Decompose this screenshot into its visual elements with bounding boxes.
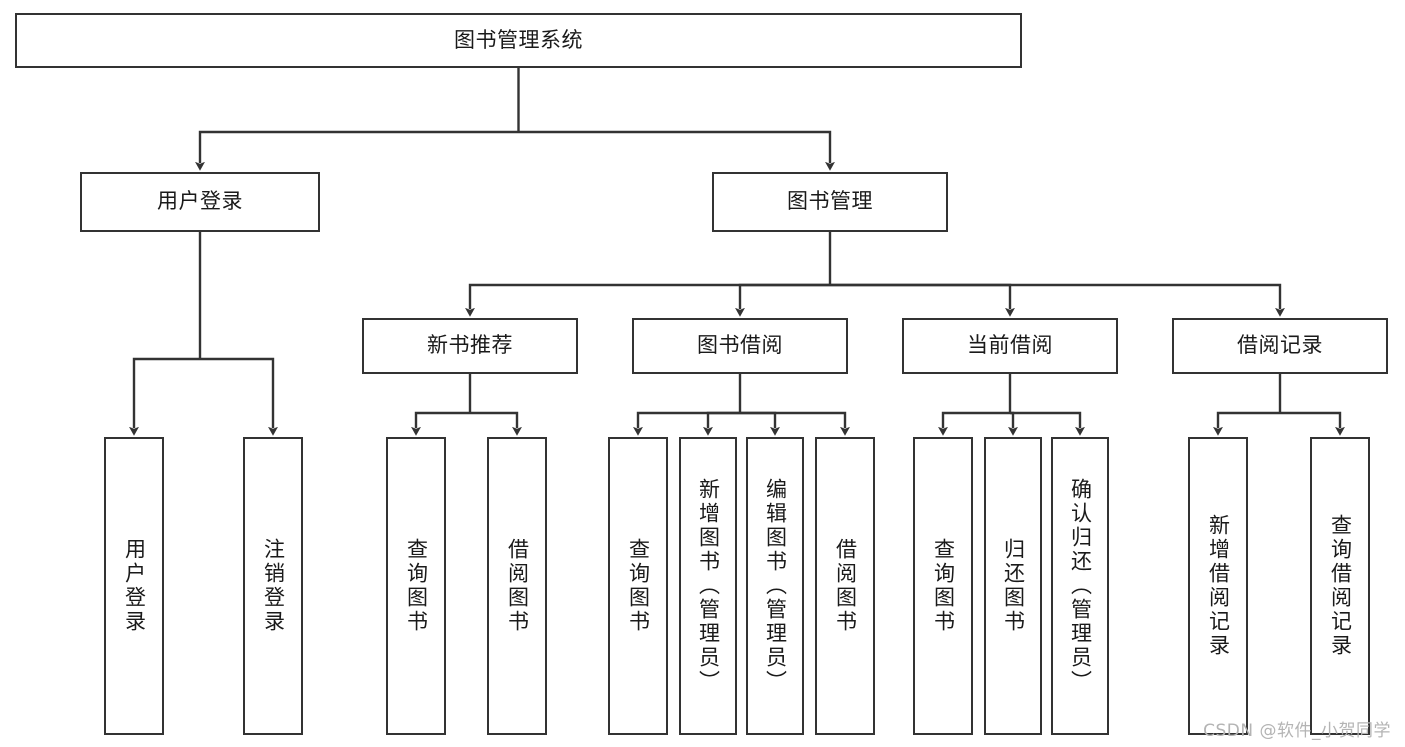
leaf-node-leaf-query-borrow-record[interactable]: 查询借阅记录 — [1310, 437, 1370, 735]
node-label: 查询图书 — [404, 538, 429, 634]
root-node-root[interactable]: 图书管理系统 — [15, 13, 1022, 68]
edge-new-book-recommend-to-leaf-query-book-recommend — [411, 411, 470, 436]
leaf-node-leaf-user-login[interactable]: 用户登录 — [104, 437, 164, 735]
node-label: 编辑图书（管理员） — [763, 478, 788, 694]
edge-book-management-to-new-book-recommend — [465, 283, 830, 317]
edge-book-management-to-borrow-record — [830, 283, 1285, 317]
leaf-node-leaf-query-book-recommend[interactable]: 查询图书 — [386, 437, 446, 735]
edge-root-to-user-login — [195, 130, 519, 171]
node-label: 用户登录 — [157, 189, 243, 214]
edge-current-borrow-to-leaf-query-book-current — [938, 411, 1010, 436]
node-label: 新增借阅记录 — [1206, 514, 1231, 658]
leaf-node-leaf-borrow-book-recommend[interactable]: 借阅图书 — [487, 437, 547, 735]
edge-borrow-record-to-leaf-query-borrow-record — [1280, 411, 1345, 436]
leaf-node-leaf-confirm-return[interactable]: 确认归还（管理员） — [1051, 437, 1109, 735]
csdn-watermark: CSDN @软件_小贺同学 — [1203, 721, 1391, 741]
leaf-node-leaf-user-logout[interactable]: 注销登录 — [243, 437, 303, 735]
node-label: 图书管理 — [787, 189, 873, 214]
edge-book-management-to-current-borrow — [830, 283, 1015, 317]
node-label: 归还图书 — [1001, 538, 1026, 634]
edge-book-borrow-to-leaf-edit-book — [740, 411, 780, 436]
edge-root-to-book-management — [518, 130, 835, 171]
node-label: 用户登录 — [122, 538, 147, 634]
node-label: 新书推荐 — [427, 333, 513, 358]
edge-user-login-to-leaf-user-login — [129, 357, 200, 436]
level1-node-book-management[interactable]: 图书管理 — [712, 172, 948, 232]
edge-borrow-record-to-leaf-add-borrow-record — [1213, 411, 1280, 436]
node-label: 注销登录 — [261, 538, 286, 634]
level2-node-book-borrow[interactable]: 图书借阅 — [632, 318, 848, 374]
node-label: 查询借阅记录 — [1328, 514, 1353, 658]
leaf-node-leaf-query-book-borrow[interactable]: 查询图书 — [608, 437, 668, 735]
node-label: 图书借阅 — [697, 333, 783, 358]
node-label: 当前借阅 — [967, 333, 1053, 358]
level2-node-borrow-record[interactable]: 借阅记录 — [1172, 318, 1388, 374]
edge-new-book-recommend-to-leaf-borrow-book-recommend — [470, 411, 522, 436]
leaf-node-leaf-add-borrow-record[interactable]: 新增借阅记录 — [1188, 437, 1248, 735]
level1-node-user-login[interactable]: 用户登录 — [80, 172, 320, 232]
node-label: 图书管理系统 — [454, 27, 583, 52]
edge-book-borrow-to-leaf-borrow-book — [740, 411, 850, 436]
edge-current-borrow-to-leaf-confirm-return — [1010, 411, 1085, 436]
node-label: 查询图书 — [626, 538, 651, 634]
leaf-node-leaf-query-book-current[interactable]: 查询图书 — [913, 437, 973, 735]
edge-book-management-to-book-borrow — [735, 283, 830, 317]
edge-book-borrow-to-leaf-add-book — [703, 411, 740, 436]
node-label: 借阅图书 — [505, 538, 530, 634]
node-label: 新增图书（管理员） — [696, 478, 721, 694]
level2-node-current-borrow[interactable]: 当前借阅 — [902, 318, 1118, 374]
leaf-node-leaf-borrow-book[interactable]: 借阅图书 — [815, 437, 875, 735]
leaf-node-leaf-edit-book[interactable]: 编辑图书（管理员） — [746, 437, 804, 735]
edge-current-borrow-to-leaf-return-book — [1008, 411, 1018, 436]
node-label: 借阅图书 — [833, 538, 858, 634]
edge-book-borrow-to-leaf-query-book-borrow — [633, 411, 740, 436]
node-label: 借阅记录 — [1237, 333, 1323, 358]
node-label: 查询图书 — [931, 538, 956, 634]
level2-node-new-book-recommend[interactable]: 新书推荐 — [362, 318, 578, 374]
leaf-node-leaf-add-book[interactable]: 新增图书（管理员） — [679, 437, 737, 735]
edge-user-login-to-leaf-user-logout — [200, 357, 278, 436]
node-label: 确认归还（管理员） — [1068, 478, 1093, 694]
leaf-node-leaf-return-book[interactable]: 归还图书 — [984, 437, 1042, 735]
